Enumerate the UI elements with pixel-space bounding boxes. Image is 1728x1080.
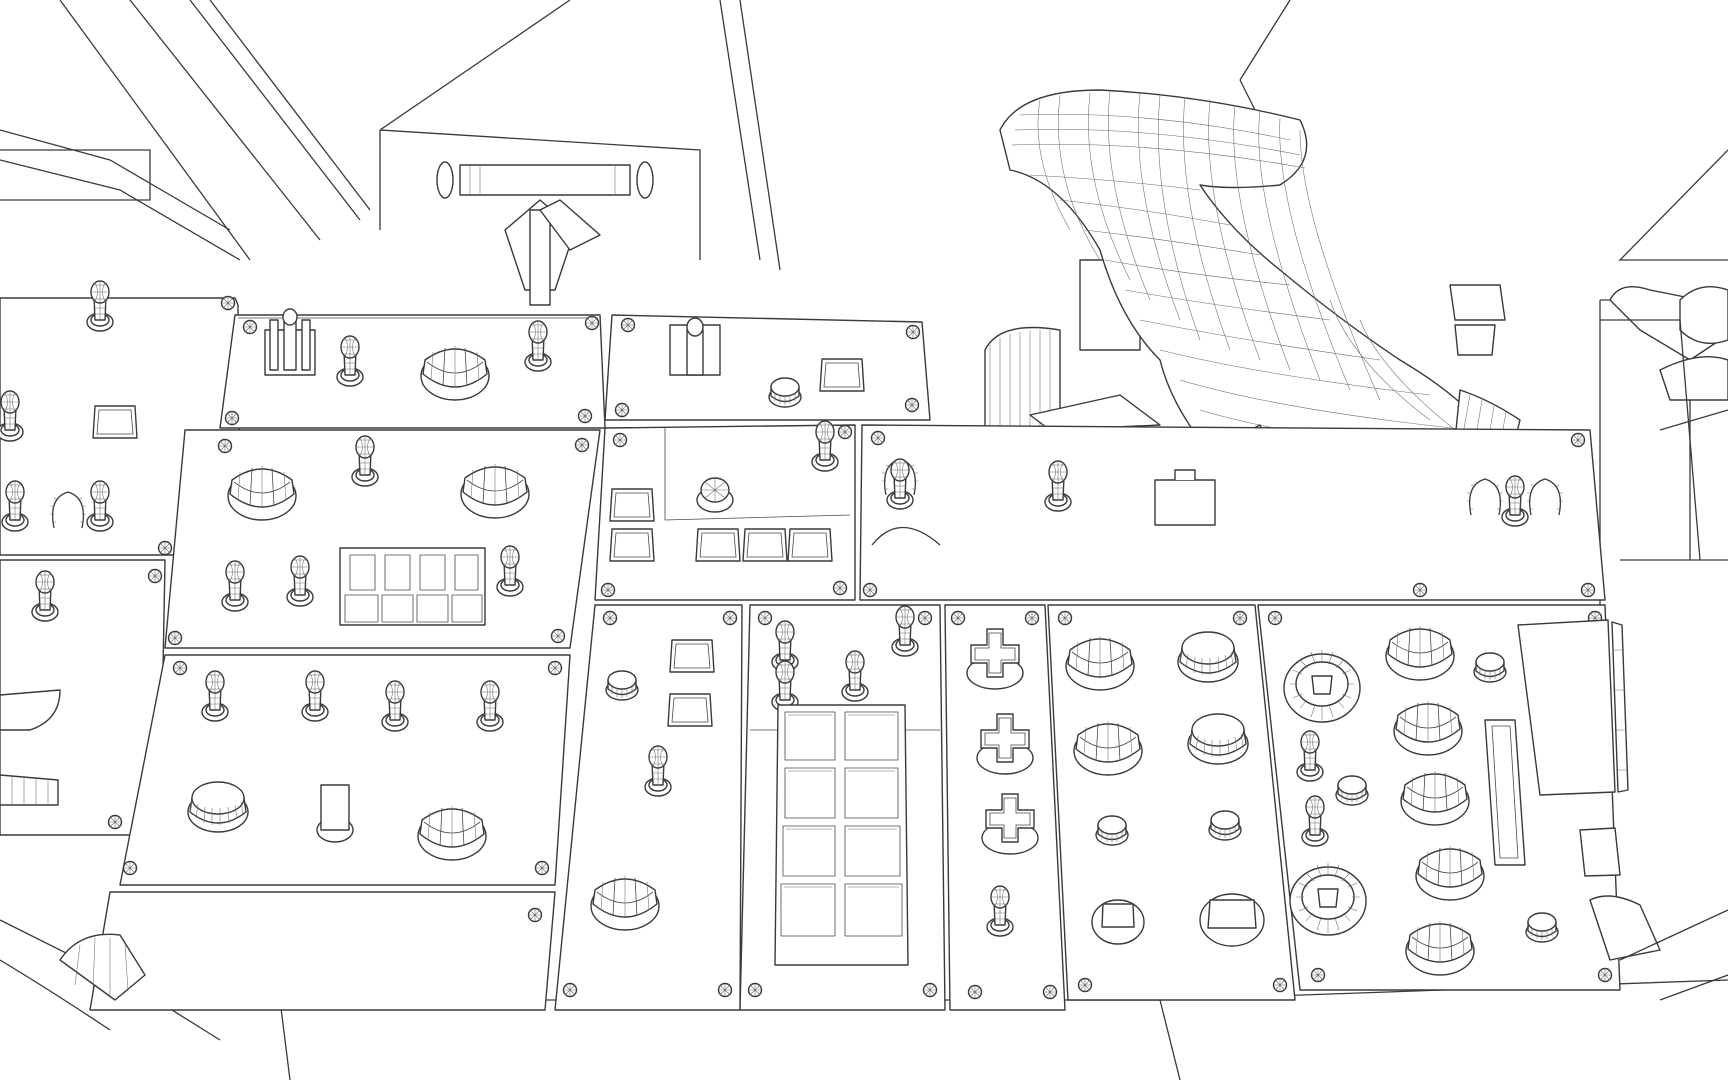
panel-lower-left [119,654,571,886]
panel-lower-c [944,604,1066,1011]
push-button[interactable] [768,377,802,408]
rocker-switch[interactable] [0,689,61,731]
panel-top-right [604,314,931,421]
small-indicator [1579,827,1621,877]
right-bezel [1600,319,1728,1001]
push-button[interactable] [1525,912,1559,943]
square-button[interactable] [742,528,788,562]
square-button[interactable] [667,693,713,727]
panel-mid-left [164,429,601,649]
push-button[interactable] [1335,775,1369,806]
guarded-toggle[interactable] [669,317,721,376]
square-button[interactable] [695,528,741,562]
panel-lower-a [554,604,743,1011]
panel-bottom-left [59,891,556,1011]
square-button[interactable] [609,528,655,562]
switch-guard [871,526,941,546]
square-push-button[interactable] [1199,893,1265,947]
switch-bank[interactable] [0,774,59,806]
rotary-knob[interactable] [1177,631,1239,683]
keypad[interactable] [774,704,909,966]
panel-mid-right [859,424,1606,601]
trim-lever[interactable] [436,161,654,306]
square-button[interactable] [609,488,655,522]
square-push-button[interactable] [1091,899,1145,945]
lever-switch[interactable] [316,784,354,843]
panel-lower-d [1047,604,1296,1001]
push-button[interactable] [605,670,639,701]
right-side-controls[interactable] [1609,286,1728,401]
hinged-cover[interactable] [1517,619,1629,796]
square-button[interactable] [669,639,715,673]
panel-lower-e [1257,604,1661,991]
panel-top-mid [219,308,606,429]
guarded-toggle[interactable] [264,308,316,376]
panel-lower-b [739,604,946,1011]
square-button[interactable] [92,405,138,439]
panel-mid-center [594,420,856,601]
guarded-toggle[interactable] [1154,469,1216,526]
rotary-knob[interactable] [187,781,249,833]
square-button[interactable] [819,358,865,392]
push-button[interactable] [1473,652,1507,683]
dome-button[interactable] [696,477,734,513]
rotary-knob[interactable] [1187,713,1249,765]
gear-wheel [984,326,1161,431]
slot-indicator [1484,719,1526,866]
switch-bank[interactable] [339,547,486,626]
push-button[interactable] [1208,810,1242,841]
square-button[interactable] [787,528,833,562]
push-button[interactable] [1095,815,1129,846]
